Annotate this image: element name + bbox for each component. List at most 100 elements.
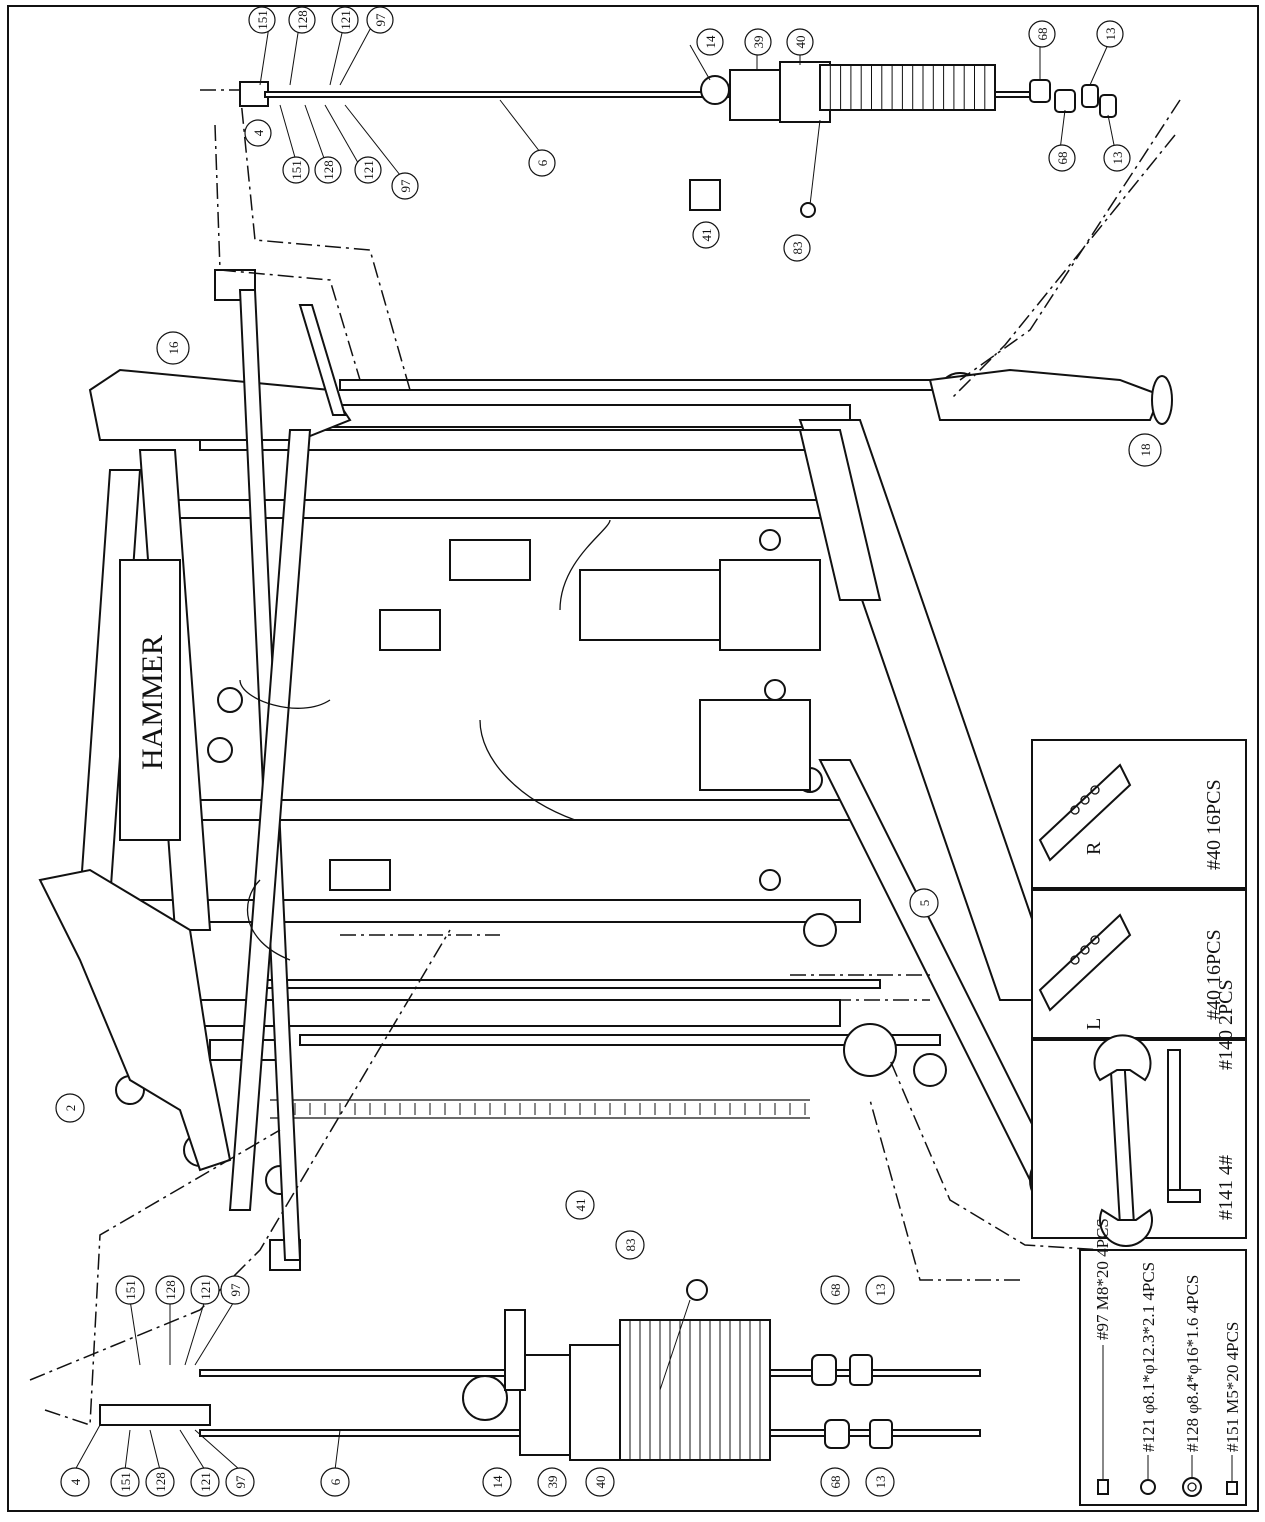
bracket-l-drawing (1038, 913, 1132, 1012)
svg-text:97: 97 (373, 13, 388, 27)
bumper-13-right-a (1081, 84, 1099, 108)
svg-text:68: 68 (1055, 152, 1070, 165)
callout-4-left: 4 (60, 1467, 90, 1497)
bench-pad-left (719, 559, 821, 651)
pin-83-knob-left (686, 1279, 708, 1301)
callout-41-left: 41 (565, 1190, 595, 1220)
bracket-r-drawing (1038, 763, 1132, 862)
callout-121-left: 121 (190, 1467, 220, 1497)
hardware-item-128: #128 φ8.4*φ16*1.6 4PCS (1182, 1275, 1202, 1497)
pulley-floor-2 (764, 679, 786, 701)
svg-text:39: 39 (545, 1476, 560, 1489)
pulley-top-mid (217, 687, 243, 713)
svg-text:68: 68 (828, 1284, 843, 1297)
svg-text:97: 97 (233, 1475, 248, 1489)
barbell-end-right (214, 269, 256, 301)
pulley-carriage-left (843, 1023, 897, 1077)
leg-roller-arm-1 (559, 519, 611, 611)
bracket-r-label: #40 16PCS (1203, 779, 1225, 870)
svg-text:83: 83 (790, 242, 805, 255)
svg-text:#151 M5*20 4PCS: #151 M5*20 4PCS (1223, 1322, 1242, 1452)
callout-leaders (74, 19, 1116, 1471)
pulley-top-mid-2 (207, 737, 233, 763)
svg-text:68: 68 (828, 1476, 843, 1489)
bottom-end-cap-right (1151, 375, 1173, 425)
svg-text:83: 83 (623, 1239, 638, 1252)
weight-stack-left (619, 1319, 771, 1461)
svg-text:121: 121 (361, 160, 376, 180)
callout-128-right-top: 128 (288, 6, 316, 34)
svg-text:13: 13 (1110, 152, 1125, 165)
callout-40-right: 40 (786, 28, 814, 56)
svg-text:5: 5 (917, 900, 932, 907)
right-weight-stack (239, 61, 1117, 218)
svg-text:68: 68 (1035, 28, 1050, 41)
callout-13-right-top: 13 (1096, 20, 1124, 48)
callout-151-right-bottom: 151 (282, 156, 310, 184)
wrench-label: #140 2PCS (1215, 979, 1237, 1070)
top-plate-right (239, 81, 269, 107)
callout-39-left: 39 (537, 1467, 567, 1497)
callout-121-right-bottom: 121 (354, 156, 382, 184)
bench-pad-right (699, 699, 811, 791)
hardware-item-121: #121 φ8.1*φ12.3*2.1 4PCS (1139, 1262, 1158, 1495)
guide-rod-left (299, 1034, 941, 1046)
top-housing-left (38, 868, 232, 1172)
svg-text:128: 128 (153, 1472, 168, 1492)
leg-roller-arm-2 (479, 719, 576, 821)
svg-text:41: 41 (573, 1199, 588, 1212)
svg-text:128: 128 (295, 10, 310, 30)
hardware-box (1079, 1249, 1247, 1506)
callout-97-left-upper: 97 (220, 1275, 250, 1305)
selector-41-left (504, 1309, 526, 1391)
bench-seat-right (579, 569, 721, 641)
main-frame: HAMMER (38, 269, 1173, 1271)
callout-4-right: 4 (244, 119, 272, 147)
pin-83-knob-right (800, 202, 816, 218)
callout-39-right: 39 (744, 28, 772, 56)
callout-83-left: 83 (615, 1230, 645, 1260)
svg-text:151: 151 (289, 160, 304, 180)
page-border (7, 5, 1259, 1512)
callout-128-left: 128 (145, 1467, 175, 1497)
bumper-13-left-a (849, 1354, 873, 1386)
svg-text:13: 13 (1103, 28, 1118, 41)
bracket-l-label: #40 16PCS (1203, 929, 1225, 1020)
svg-text:18: 18 (1138, 444, 1153, 457)
bracket-l-letter: L (1083, 1018, 1105, 1030)
pulley-floor-1 (759, 869, 781, 891)
hardware-list: #97 M8*20 4PCS #121 φ8.1*φ12.3*2.1 4PCS … (1079, 1218, 1247, 1506)
callout-41-right: 41 (692, 221, 720, 249)
hardware-item-97: #97 M8*20 4PCS (1093, 1218, 1112, 1495)
svg-text:41: 41 (699, 229, 714, 242)
svg-text:4: 4 (68, 1478, 83, 1485)
callout-13-left-b: 13 (865, 1467, 895, 1497)
callout-68-right-bottom: 68 (1048, 144, 1076, 172)
callout-68-right-top: 68 (1028, 20, 1056, 48)
allen-key-label: #141 4# (1215, 1155, 1237, 1220)
guide-rod-right (339, 379, 961, 391)
height-scale (270, 1099, 810, 1119)
pulley-floor-3 (759, 529, 781, 551)
top-plate-left (99, 1404, 211, 1426)
bushing-68-right-b (1054, 89, 1076, 113)
callout-18: 18 (1128, 433, 1162, 467)
callout-121-right-top: 121 (331, 6, 359, 34)
svg-text:13: 13 (873, 1476, 888, 1489)
svg-text:151: 151 (118, 1472, 133, 1492)
callout-13-left-a: 13 (865, 1275, 895, 1305)
pulley-base-left (913, 1053, 947, 1087)
callout-40-left: 40 (585, 1467, 615, 1497)
svg-text:14: 14 (703, 35, 718, 49)
svg-text:39: 39 (751, 36, 766, 49)
callout-97-left: 97 (225, 1467, 255, 1497)
callout-151-right-top: 151 (248, 6, 276, 34)
callout-151-left-upper: 151 (115, 1275, 145, 1305)
left-weight-stack (99, 1279, 981, 1461)
pull-handle-1 (239, 679, 331, 709)
svg-text:121: 121 (198, 1472, 213, 1492)
smith-bar (228, 429, 312, 1211)
svg-text:#97 M8*20 4PCS: #97 M8*20 4PCS (1093, 1218, 1112, 1340)
callout-83-right: 83 (783, 234, 811, 262)
